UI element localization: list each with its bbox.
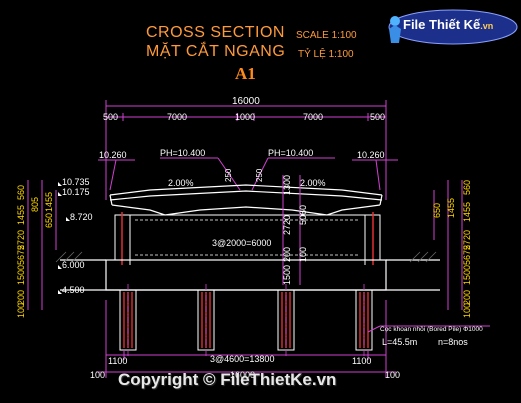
scale-english: SCALE 1:100: [296, 30, 357, 41]
center-dim-1: 1300: [282, 175, 292, 195]
center-dim-labels: 1300 2720 200 1500 5060 100: [282, 175, 308, 285]
deck-outline: [109, 184, 383, 216]
ground-hatch-left: [55, 251, 83, 263]
pile-note-length: L=45.5m: [382, 337, 417, 347]
left-inner-dim-2: 650: [44, 213, 54, 228]
top-seg-5: 500: [370, 112, 385, 122]
level-6000: 6.000: [62, 260, 85, 270]
level-markers: [58, 182, 70, 294]
girder-rib: 250: [255, 168, 264, 182]
right-dim-4: 5675: [462, 245, 472, 265]
level-leaders: [98, 157, 398, 191]
center-dim-3: 200: [282, 247, 292, 262]
copyright-watermark: Copyright © FileThietKe.vn: [118, 370, 337, 389]
bottom-right-small: 1100: [352, 356, 371, 366]
logo-figure-icon: [389, 16, 401, 43]
left-dim-3: 2720: [16, 230, 26, 250]
center-vertical-dims: [282, 175, 301, 285]
left-inner-dim-1: 805: [30, 197, 40, 212]
pile-group: [119, 284, 373, 356]
ground-hatch-right: [409, 251, 437, 263]
left-dim-1: 560: [16, 185, 26, 200]
top-overall-dim: 16000: [232, 96, 260, 107]
right-dim-3: 2720: [462, 230, 472, 250]
bottom-left-small: 1100: [108, 356, 127, 366]
left-dim-4: 5675: [16, 245, 26, 265]
level-ph-right: PH=10.400: [268, 148, 313, 158]
right-dim-2: 1455: [462, 202, 472, 222]
hidden-lines: [135, 219, 360, 256]
right-inner-dim-2: 1455: [446, 198, 456, 218]
bottom-dimension-lines: [96, 300, 396, 378]
top-seg-3: 1000: [235, 112, 255, 122]
right-inner-dim-1: 650: [432, 203, 442, 218]
pile-cap: [60, 259, 440, 291]
bottom-pile-spacing: 3@4600=13800: [210, 354, 274, 364]
right-vertical-dims: [433, 180, 463, 310]
right-dim-1: 560: [462, 180, 472, 195]
bottom-right-end: 100: [385, 370, 400, 380]
level-10735: 10.735: [62, 177, 90, 187]
right-dim-6: 200: [462, 290, 472, 305]
scale-vietnamese: TỶ LỆ 1:100: [298, 49, 354, 60]
girder-cap-note: 250: [224, 168, 233, 182]
left-dim-2: 1455: [16, 205, 26, 225]
top-seg-1: 500: [103, 112, 118, 122]
top-seg-2: 7000: [167, 112, 187, 122]
bottom-left-end: 100: [90, 370, 105, 380]
slope-right: 2.00%: [300, 178, 326, 188]
left-vertical-dims: [27, 180, 57, 310]
level-ph-left: PH=10.400: [160, 148, 205, 158]
site-logo[interactable]: File Thiết Kế.vn: [385, 5, 519, 49]
center-dim-6: 100: [298, 247, 308, 262]
pile-note-leader: [367, 325, 490, 333]
logo-text: File Thiết Kế.vn: [403, 17, 494, 32]
logo-graphic: [388, 9, 518, 45]
pile-note-title: Cọc khoan nhồi (Bored Pile) Φ1000: [380, 324, 483, 333]
level-right-top: 10.260: [357, 150, 385, 160]
level-10175: 10.175: [62, 187, 90, 197]
left-dim-7: 100: [16, 303, 26, 318]
center-dim-5: 5060: [298, 205, 308, 225]
left-dim-5: 1500: [16, 265, 26, 285]
level-8720: 8.720: [70, 212, 93, 222]
section-id: A1: [235, 64, 256, 83]
right-dim-7: 100: [462, 303, 472, 318]
title-vietnamese: MẶT CẮT NGANG: [146, 43, 286, 60]
center-dim-2: 2720: [282, 215, 292, 235]
level-left-top: 10.260: [99, 150, 127, 160]
left-dim-6: 200: [16, 290, 26, 305]
top-dimension-lines: [105, 100, 387, 200]
right-dim-5: 1500: [462, 265, 472, 285]
left-inner-dim-3: 1455: [44, 192, 54, 212]
slope-left: 2.00%: [168, 178, 194, 188]
center-dim-4: 1500: [282, 265, 292, 285]
bottom-overall: 16000: [230, 370, 255, 380]
girder-spacing: 3@2000=6000: [212, 238, 271, 248]
pile-note-count: n=8nos: [438, 337, 468, 347]
title-english: CROSS SECTION: [146, 24, 285, 41]
level-4500: 4.500: [62, 285, 85, 295]
top-seg-4: 7000: [303, 112, 323, 122]
bearing-marks: [121, 212, 374, 265]
